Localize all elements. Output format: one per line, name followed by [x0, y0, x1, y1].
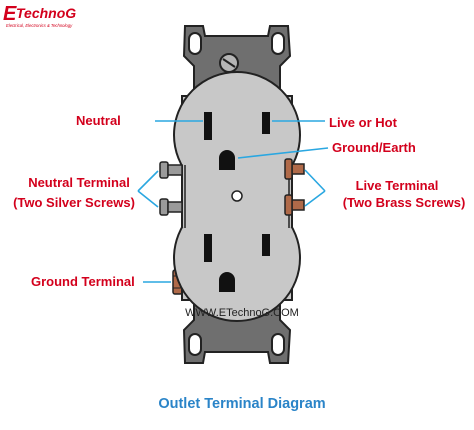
- lower-outlet-slots: [204, 234, 270, 292]
- diagram-caption: Outlet Terminal Diagram: [158, 396, 325, 412]
- etechnog-logo: E TechnoG Electrical, Electronics & Tech…: [3, 3, 76, 28]
- brass-screw-icon: [284, 158, 305, 180]
- logo-initial: E: [3, 3, 17, 25]
- label-live-terminal-sub: (Two Brass Screws): [343, 195, 466, 210]
- ground-pointer: [237, 147, 329, 159]
- live-terminal-pointer-2: [304, 190, 326, 207]
- live-slot: [262, 112, 270, 134]
- label-ground-earth: Ground/Earth: [332, 140, 416, 155]
- strap-slot-left: [188, 333, 202, 356]
- upper-outlet-slots: [204, 112, 270, 170]
- pointer-lines: [137, 120, 329, 283]
- label-live-terminal: Live Terminal: [356, 178, 439, 193]
- ground-hole: [219, 272, 235, 292]
- ground-hole: [219, 150, 235, 170]
- logo-tagline: Electrical, Electronics & Technology: [6, 23, 73, 28]
- neutral-terminal-pointer-2: [137, 190, 159, 208]
- strap-slot-right: [271, 333, 285, 356]
- live-slot: [262, 234, 270, 256]
- strap-slot-left: [188, 32, 202, 55]
- label-live-or-hot: Live or Hot: [329, 115, 398, 130]
- website-watermark: WWW.ETechnoG.COM: [185, 307, 299, 319]
- silver-screw-icon: [159, 198, 183, 216]
- neutral-terminal-pointer-1: [137, 170, 159, 192]
- label-neutral-terminal-sub: (Two Silver Screws): [13, 195, 135, 210]
- outlet-body: [173, 71, 301, 322]
- label-neutral-terminal: Neutral Terminal: [28, 175, 130, 190]
- live-terminal-pointer-1: [304, 169, 326, 192]
- brass-screw-icon: [284, 194, 305, 216]
- neutral-slot: [204, 234, 212, 262]
- silver-screw-icon: [159, 161, 183, 179]
- center-screw-hole: [231, 190, 243, 202]
- strap-slot-right: [271, 32, 285, 55]
- logo-name: TechnoG: [16, 5, 76, 21]
- label-neutral: Neutral: [76, 113, 121, 128]
- label-ground-terminal: Ground Terminal: [31, 274, 135, 289]
- neutral-slot: [204, 112, 212, 140]
